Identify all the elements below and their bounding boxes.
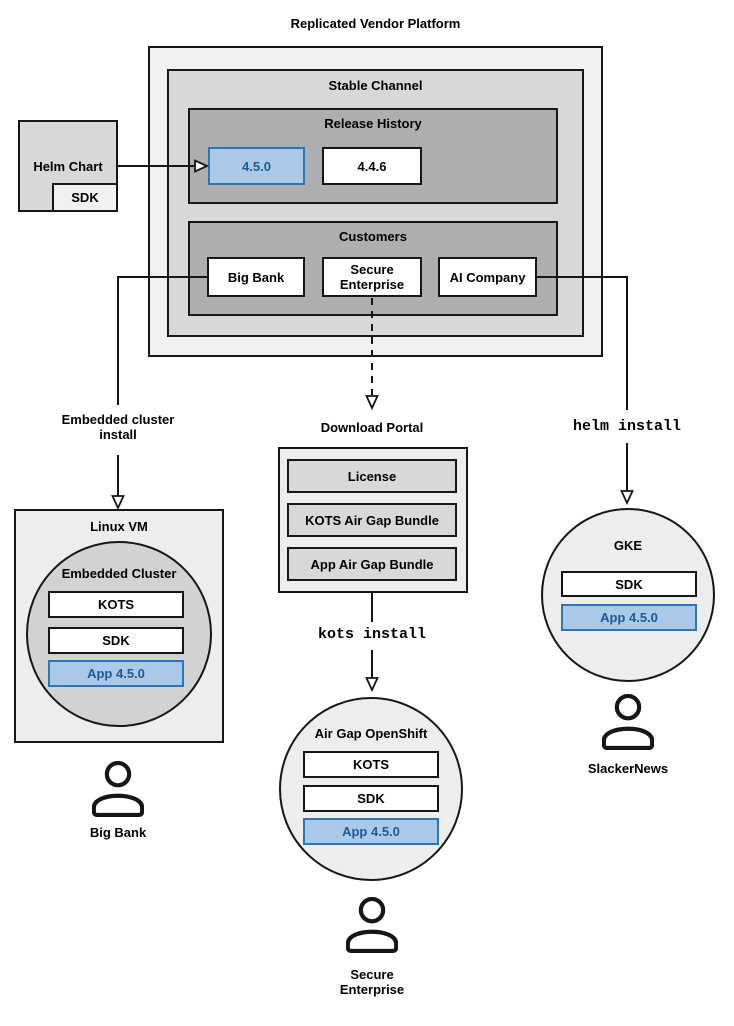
openshift-component-sdk-label: SDK	[357, 791, 385, 806]
customer-ai-company-label: AI Company	[449, 269, 526, 285]
embedded-cluster-title: Embedded Cluster	[61, 566, 177, 581]
release-history-title: Release History	[324, 116, 422, 131]
openshift-component-kots-label: KOTS	[352, 757, 390, 772]
stable-channel-title: Stable Channel	[328, 78, 423, 93]
download-portal-title: Download Portal	[320, 420, 424, 435]
customer-secure-enterprise-label: Secure Enterprise	[339, 262, 405, 292]
edge-label-kots-install: kots install	[317, 626, 427, 643]
release-4-5-0: 4.5.0	[208, 147, 305, 185]
linux-vm-component-sdk-label: SDK	[102, 633, 130, 648]
user-label-slackernews: SlackerNews	[587, 761, 669, 776]
gke-component-sdk-label: SDK	[615, 576, 643, 592]
portal-item-kots-air-gap-bundle-label: KOTS Air Gap Bundle	[305, 512, 439, 528]
release-4-4-6: 4.4.6	[322, 147, 422, 185]
customer-ai-company: AI Company	[438, 257, 537, 297]
gke-title: GKE	[613, 538, 643, 553]
portal-item-kots-air-gap-bundle: KOTS Air Gap Bundle	[287, 503, 457, 537]
linux-vm-title: Linux VM	[90, 519, 148, 534]
openshift-component-sdk: SDK	[303, 785, 439, 812]
linux-vm-component-kots: KOTS	[48, 591, 184, 618]
openshift-component-kots: KOTS	[303, 751, 439, 778]
portal-item-app-air-gap-bundle: App Air Gap Bundle	[287, 547, 457, 581]
linux-vm-component-app: App 4.5.0	[48, 660, 184, 687]
air-gap-openshift-title: Air Gap OpenShift	[314, 726, 428, 741]
diagram-title: Replicated Vendor Platform	[290, 16, 461, 31]
release-4-5-0-label: 4.5.0	[242, 158, 271, 174]
helm-chart-sdk-label: SDK	[71, 190, 99, 205]
user-label-secure-enterprise: Secure Enterprise	[339, 967, 405, 997]
user-icon-secure-enterprise	[345, 896, 399, 958]
portal-item-license: License	[287, 459, 457, 493]
gke-component-sdk: SDK	[561, 571, 697, 597]
customer-secure-enterprise: Secure Enterprise	[322, 257, 422, 297]
gke-component-app: App 4.5.0	[561, 604, 697, 631]
user-icon-slackernews	[601, 693, 655, 755]
helm-chart-sdk-box: SDK	[52, 183, 118, 212]
customer-big-bank-label: Big Bank	[227, 269, 285, 285]
customer-big-bank: Big Bank	[207, 257, 305, 297]
edge-label-embedded-cluster-install: Embedded cluster install	[61, 412, 175, 442]
openshift-component-app-label: App 4.5.0	[342, 824, 400, 839]
release-4-4-6-label: 4.4.6	[357, 158, 387, 174]
edge-label-helm-install: helm install	[572, 418, 682, 435]
customers-title: Customers	[339, 229, 407, 244]
portal-item-app-air-gap-bundle-label: App Air Gap Bundle	[310, 556, 434, 572]
linux-vm-component-kots-label: KOTS	[97, 597, 135, 612]
linux-vm-component-sdk: SDK	[48, 627, 184, 654]
helm-chart-title: Helm Chart	[33, 159, 103, 174]
user-icon-big-bank	[91, 760, 145, 822]
user-label-big-bank: Big Bank	[89, 825, 147, 840]
gke-component-app-label: App 4.5.0	[600, 610, 658, 625]
portal-item-license-label: License	[347, 468, 397, 484]
openshift-component-app: App 4.5.0	[303, 818, 439, 845]
linux-vm-component-app-label: App 4.5.0	[87, 666, 145, 681]
